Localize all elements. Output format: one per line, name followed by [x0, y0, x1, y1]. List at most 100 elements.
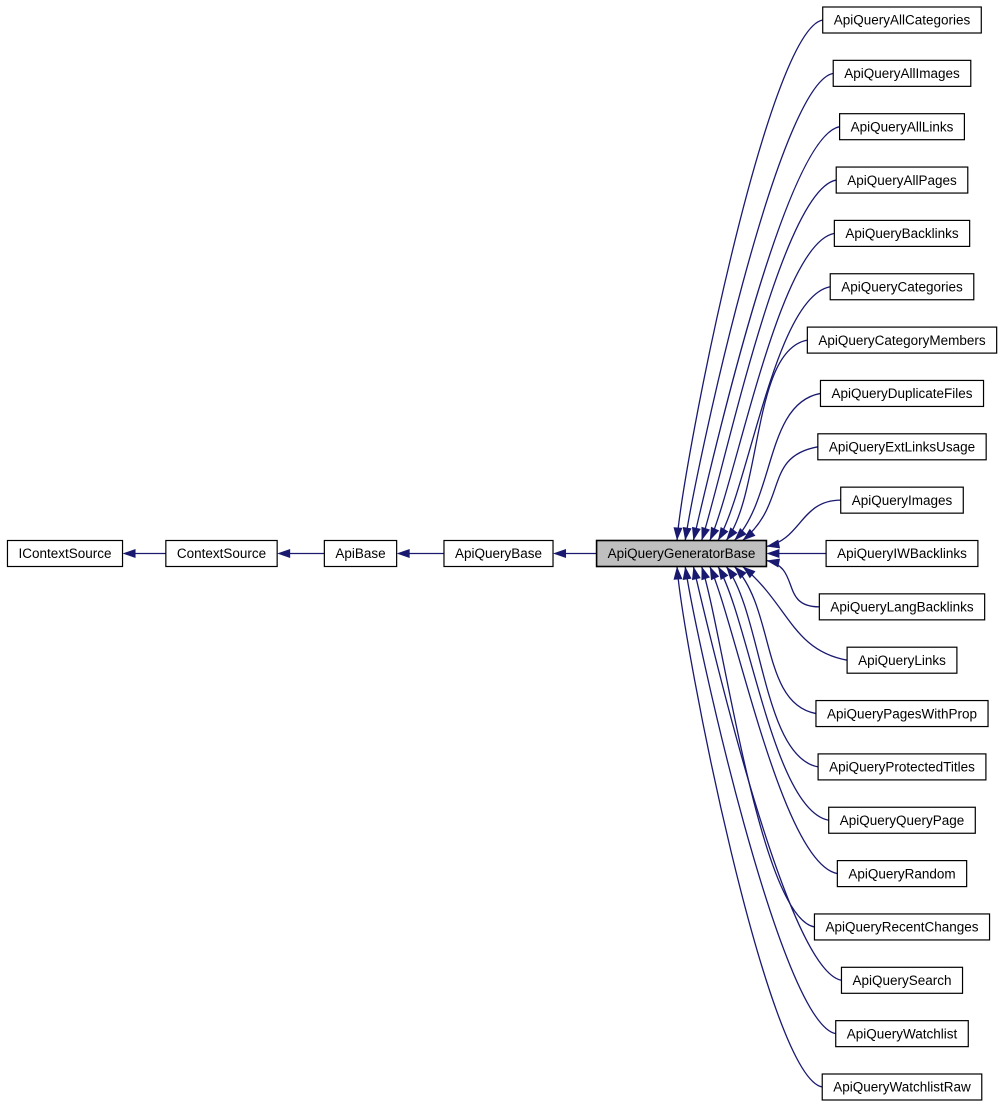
inheritance-edge — [725, 339, 808, 541]
class-label: ApiQueryExtLinksUsage — [829, 440, 975, 455]
node-apiqueryimages[interactable]: ApiQueryImages — [840, 486, 964, 514]
arrowhead — [701, 526, 710, 541]
class-box[interactable] — [806, 326, 998, 354]
class-box[interactable] — [595, 539, 768, 568]
class-box[interactable] — [832, 59, 972, 87]
arrowhead — [122, 549, 136, 558]
node-apiquerysearch[interactable]: ApiQuerySearch — [840, 966, 964, 994]
class-label: ApiQueryLinks — [858, 653, 946, 668]
node-apiquerycategories[interactable]: ApiQueryCategories — [829, 273, 975, 301]
arrowhead — [742, 528, 756, 541]
node-apiquerygeneratorbase[interactable]: ApiQueryGeneratorBase — [595, 539, 768, 568]
arrowhead — [726, 566, 738, 580]
node-apiquerycategorymembers[interactable]: ApiQueryCategoryMembers — [806, 326, 998, 354]
class-label: ApiQuerySearch — [852, 973, 951, 988]
class-box[interactable] — [6, 539, 124, 568]
inheritance-edge — [733, 566, 817, 715]
class-box[interactable] — [323, 539, 398, 568]
node-apiquerywatchlistraw[interactable]: ApiQueryWatchlistRaw — [821, 1073, 983, 1101]
class-box[interactable] — [835, 1020, 969, 1048]
node-apiquerylinks[interactable]: ApiQueryLinks — [846, 646, 958, 674]
arrowhead — [734, 527, 747, 541]
class-box[interactable] — [828, 806, 976, 834]
node-apiqueryallimages[interactable]: ApiQueryAllImages — [832, 59, 972, 87]
node-apiqueryquerypage[interactable]: ApiQueryQueryPage — [828, 806, 976, 834]
node-apiqueryallpages[interactable]: ApiQueryAllPages — [835, 166, 969, 194]
class-label: ApiQueryPagesWithProp — [827, 706, 977, 721]
class-box[interactable] — [821, 1073, 983, 1101]
edges-layer — [122, 19, 848, 1088]
class-label: ApiQueryGeneratorBase — [608, 546, 756, 561]
node-apiqueryrecentchanges[interactable]: ApiQueryRecentChanges — [813, 913, 991, 941]
arrowhead — [709, 526, 720, 541]
node-apiquerypageswithprop[interactable]: ApiQueryPagesWithProp — [815, 699, 989, 728]
node-icontextsource[interactable]: IContextSource — [6, 539, 124, 568]
arrowhead — [718, 566, 729, 580]
class-label: ApiQueryRecentChanges — [825, 920, 978, 935]
class-box[interactable] — [817, 433, 987, 461]
inheritance-edge — [733, 392, 821, 541]
class-label: ApiQueryQueryPage — [840, 813, 965, 828]
node-apibase[interactable]: ApiBase — [323, 539, 398, 568]
arrowhead — [742, 566, 756, 579]
node-apiqueryprotectedtitles[interactable]: ApiQueryProtectedTitles — [817, 753, 987, 781]
node-apiqueryextlinksusage[interactable]: ApiQueryExtLinksUsage — [817, 433, 987, 461]
class-box[interactable] — [840, 486, 964, 514]
arrowhead — [726, 527, 738, 541]
class-label: ContextSource — [177, 546, 266, 561]
class-box[interactable] — [815, 699, 989, 728]
arrowhead — [691, 526, 701, 541]
class-label: ApiQueryCategories — [841, 279, 963, 294]
class-label: ApiQueryLangBacklinks — [830, 600, 974, 615]
node-apiqueryalllinks[interactable]: ApiQueryAllLinks — [839, 113, 965, 141]
inheritance-edge — [717, 566, 829, 821]
node-apiquerybacklinks[interactable]: ApiQueryBacklinks — [833, 219, 971, 247]
class-box[interactable] — [836, 859, 968, 888]
class-label: ApiQueryCategoryMembers — [818, 333, 986, 348]
class-box[interactable] — [839, 113, 965, 141]
node-contextsource[interactable]: ContextSource — [165, 539, 278, 568]
class-box[interactable] — [829, 273, 975, 301]
node-apiqueryallcategories[interactable]: ApiQueryAllCategories — [822, 6, 982, 34]
arrowhead — [682, 526, 692, 541]
node-apiquerylangbacklinks[interactable]: ApiQueryLangBacklinks — [818, 593, 986, 621]
arrowhead — [766, 558, 781, 568]
inheritance-edge — [684, 566, 836, 1035]
class-label: ApiQueryRandom — [848, 866, 955, 881]
arrowhead — [766, 539, 781, 549]
inheritance-edge — [709, 232, 835, 541]
class-label: ApiQueryAllPages — [847, 173, 957, 188]
arrowhead — [766, 549, 780, 558]
arrowhead — [709, 566, 720, 581]
arrowhead — [718, 527, 729, 541]
node-apiquerywatchlist[interactable]: ApiQueryWatchlist — [835, 1020, 969, 1048]
class-label: ApiQueryBase — [455, 546, 542, 561]
class-box[interactable] — [165, 539, 278, 568]
class-box[interactable] — [825, 539, 979, 568]
inheritance-edge — [700, 566, 815, 928]
class-box[interactable] — [822, 6, 982, 34]
class-box[interactable] — [817, 753, 987, 781]
class-box[interactable] — [819, 379, 985, 408]
node-apiqueryrandom[interactable]: ApiQueryRandom — [836, 859, 968, 888]
arrowhead — [673, 527, 683, 541]
class-label: ApiQueryImages — [852, 493, 953, 508]
node-apiqueryduplicatefiles[interactable]: ApiQueryDuplicateFiles — [819, 379, 985, 408]
class-label: ApiQueryDuplicateFiles — [831, 386, 972, 401]
inheritance-edge — [709, 566, 838, 875]
node-apiqueryiwbacklinks[interactable]: ApiQueryIWBacklinks — [825, 539, 979, 568]
class-box[interactable] — [813, 913, 991, 941]
class-box[interactable] — [818, 593, 986, 621]
class-box[interactable] — [840, 966, 964, 994]
inheritance-edge — [725, 566, 819, 768]
class-box[interactable] — [443, 539, 554, 568]
inheritance-edge — [684, 72, 834, 541]
class-box[interactable] — [846, 646, 958, 674]
node-apiquerybase[interactable]: ApiQueryBase — [443, 539, 554, 568]
class-box[interactable] — [833, 219, 971, 247]
class-label: ApiQueryWatchlistRaw — [833, 1080, 971, 1095]
class-box[interactable] — [835, 166, 969, 194]
class-label: ApiQueryAllCategories — [834, 13, 971, 28]
